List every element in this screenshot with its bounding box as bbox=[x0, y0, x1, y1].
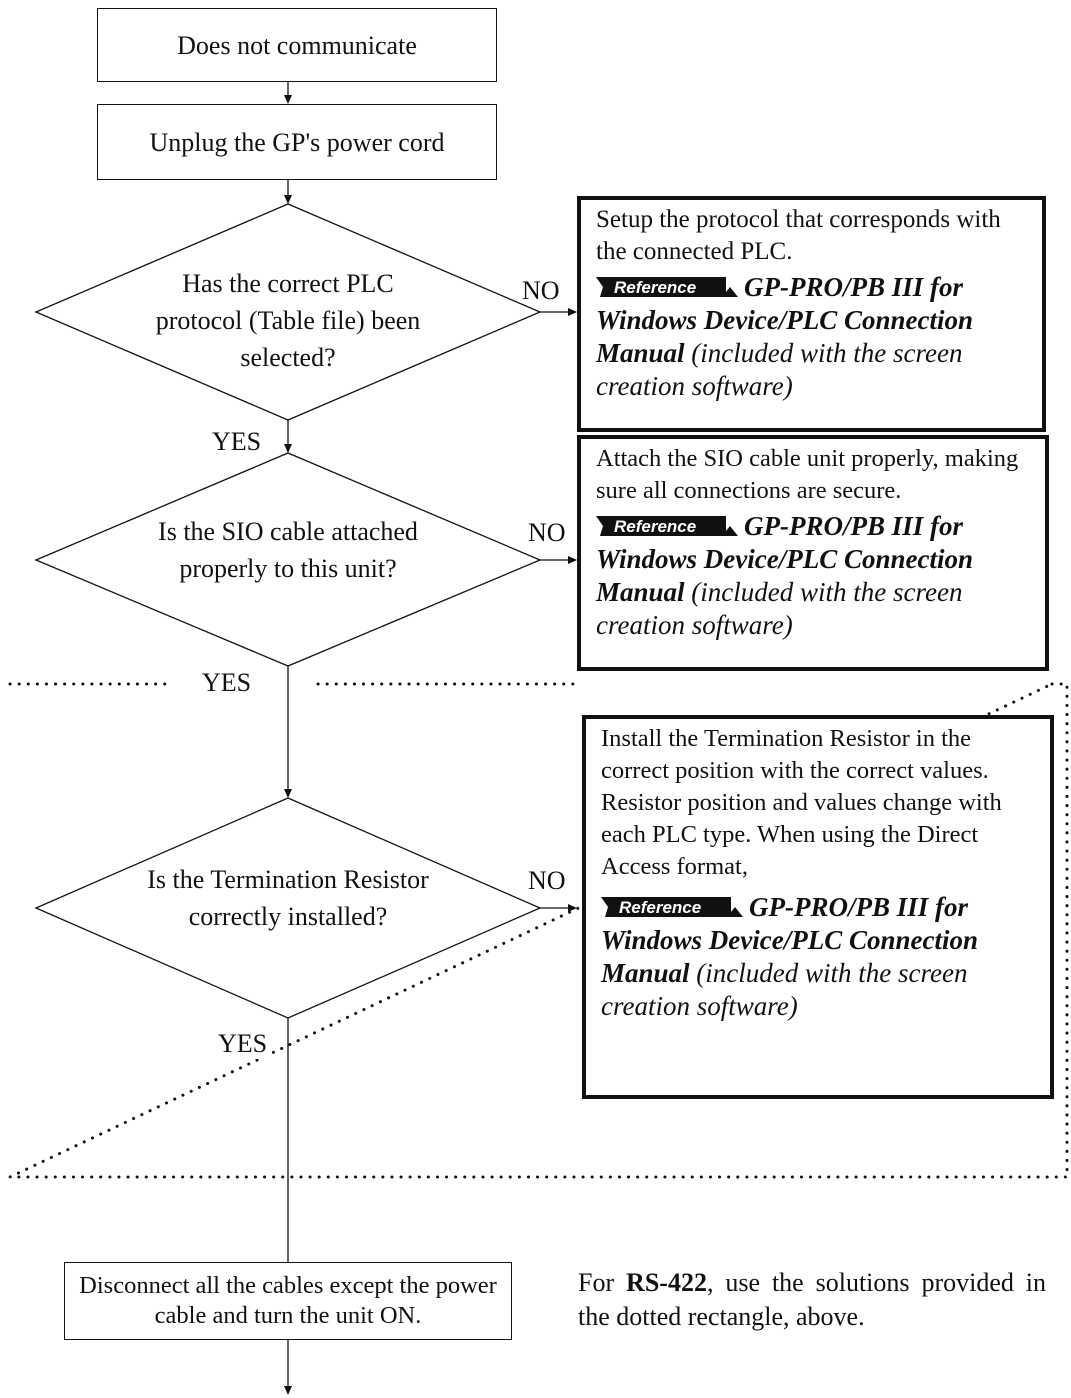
rs422-note-prefix: For bbox=[578, 1268, 627, 1297]
decision-cable-text: Is the SIO cable attached properly to th… bbox=[158, 517, 418, 583]
solution-resistor-text: Install the Termination Resistor in the … bbox=[601, 725, 1002, 880]
decision-resistor-diamond bbox=[34, 797, 542, 1019]
decision-resistor-text: Is the Termination Resistor correctly in… bbox=[147, 865, 429, 931]
solution-protocol-text: Setup the protocol that corresponds with… bbox=[596, 206, 1001, 265]
decision-cable-diamond bbox=[34, 452, 542, 667]
reference-icon: Reference bbox=[596, 277, 738, 297]
down-arrowheads bbox=[284, 95, 292, 1395]
rs422-note: For RS-422, use the solutions provided i… bbox=[578, 1266, 1046, 1334]
solution-resistor-ref-title: GP-PRO/PB III for Windows Device/PLC Con… bbox=[601, 892, 978, 988]
disconnect-cables-text: Disconnect all the cables except the pow… bbox=[79, 1272, 497, 1329]
yes-label-protocol: YES bbox=[212, 427, 262, 456]
svg-text:Reference: Reference bbox=[614, 278, 696, 297]
yes-label-cable: YES bbox=[196, 668, 258, 698]
unplug-power-text: Unplug the GP's power cord bbox=[149, 127, 445, 157]
svg-text:Reference: Reference bbox=[614, 517, 696, 536]
solution-cable-ref-title: GP-PRO/PB III for Windows Device/PLC Con… bbox=[596, 511, 973, 607]
disconnect-cables-step: Disconnect all the cables except the pow… bbox=[64, 1262, 512, 1340]
rs422-dotted-region bbox=[8, 682, 1069, 1179]
solution-protocol-box: Setup the protocol that corresponds with… bbox=[577, 196, 1046, 432]
right-arrowheads bbox=[568, 308, 577, 912]
no-label-cable: NO bbox=[528, 518, 566, 547]
rs422-note-bold: RS-422 bbox=[626, 1268, 707, 1297]
yes-label-resistor: YES bbox=[218, 1029, 268, 1059]
solution-protocol-ref-note: (included with the screen creation softw… bbox=[596, 338, 963, 401]
decision-protocol-diamond bbox=[34, 203, 542, 421]
decision-diamonds bbox=[34, 203, 542, 1019]
svg-text:Reference: Reference bbox=[619, 898, 701, 917]
reference-icon: Reference bbox=[596, 516, 738, 536]
start-box: Does not communicate bbox=[97, 8, 497, 82]
solution-cable-reference: Reference GP-PRO/PB III for Windows Devi… bbox=[596, 510, 1037, 642]
no-label-protocol: NO bbox=[522, 276, 560, 305]
solution-cable-ref-note: (included with the screen creation softw… bbox=[596, 577, 963, 640]
unplug-power-step: Unplug the GP's power cord bbox=[97, 104, 497, 180]
rs422-note-suffix: , use the solutions provided in the dott… bbox=[578, 1268, 1046, 1331]
solution-cable-text: Attach the SIO cable unit properly, maki… bbox=[596, 445, 1019, 504]
solution-cable-box: Attach the SIO cable unit properly, maki… bbox=[577, 435, 1049, 671]
solution-resistor-reference: Reference GP-PRO/PB III for Windows Devi… bbox=[601, 891, 1042, 1023]
decision-protocol-text: Has the correct PLC protocol (Table file… bbox=[155, 269, 421, 372]
solution-resistor-box: Install the Termination Resistor in the … bbox=[582, 715, 1054, 1099]
start-box-text: Does not communicate bbox=[177, 30, 417, 60]
reference-icon: Reference bbox=[601, 897, 743, 917]
no-connectors bbox=[540, 311, 572, 909]
solution-protocol-reference: Reference GP-PRO/PB III for Windows Devi… bbox=[596, 271, 1034, 403]
solution-resistor-ref-note: (included with the screen creation softw… bbox=[601, 958, 968, 1021]
no-label-resistor: NO bbox=[528, 866, 566, 895]
solution-protocol-ref-title: GP-PRO/PB III for Windows Device/PLC Con… bbox=[596, 272, 973, 368]
